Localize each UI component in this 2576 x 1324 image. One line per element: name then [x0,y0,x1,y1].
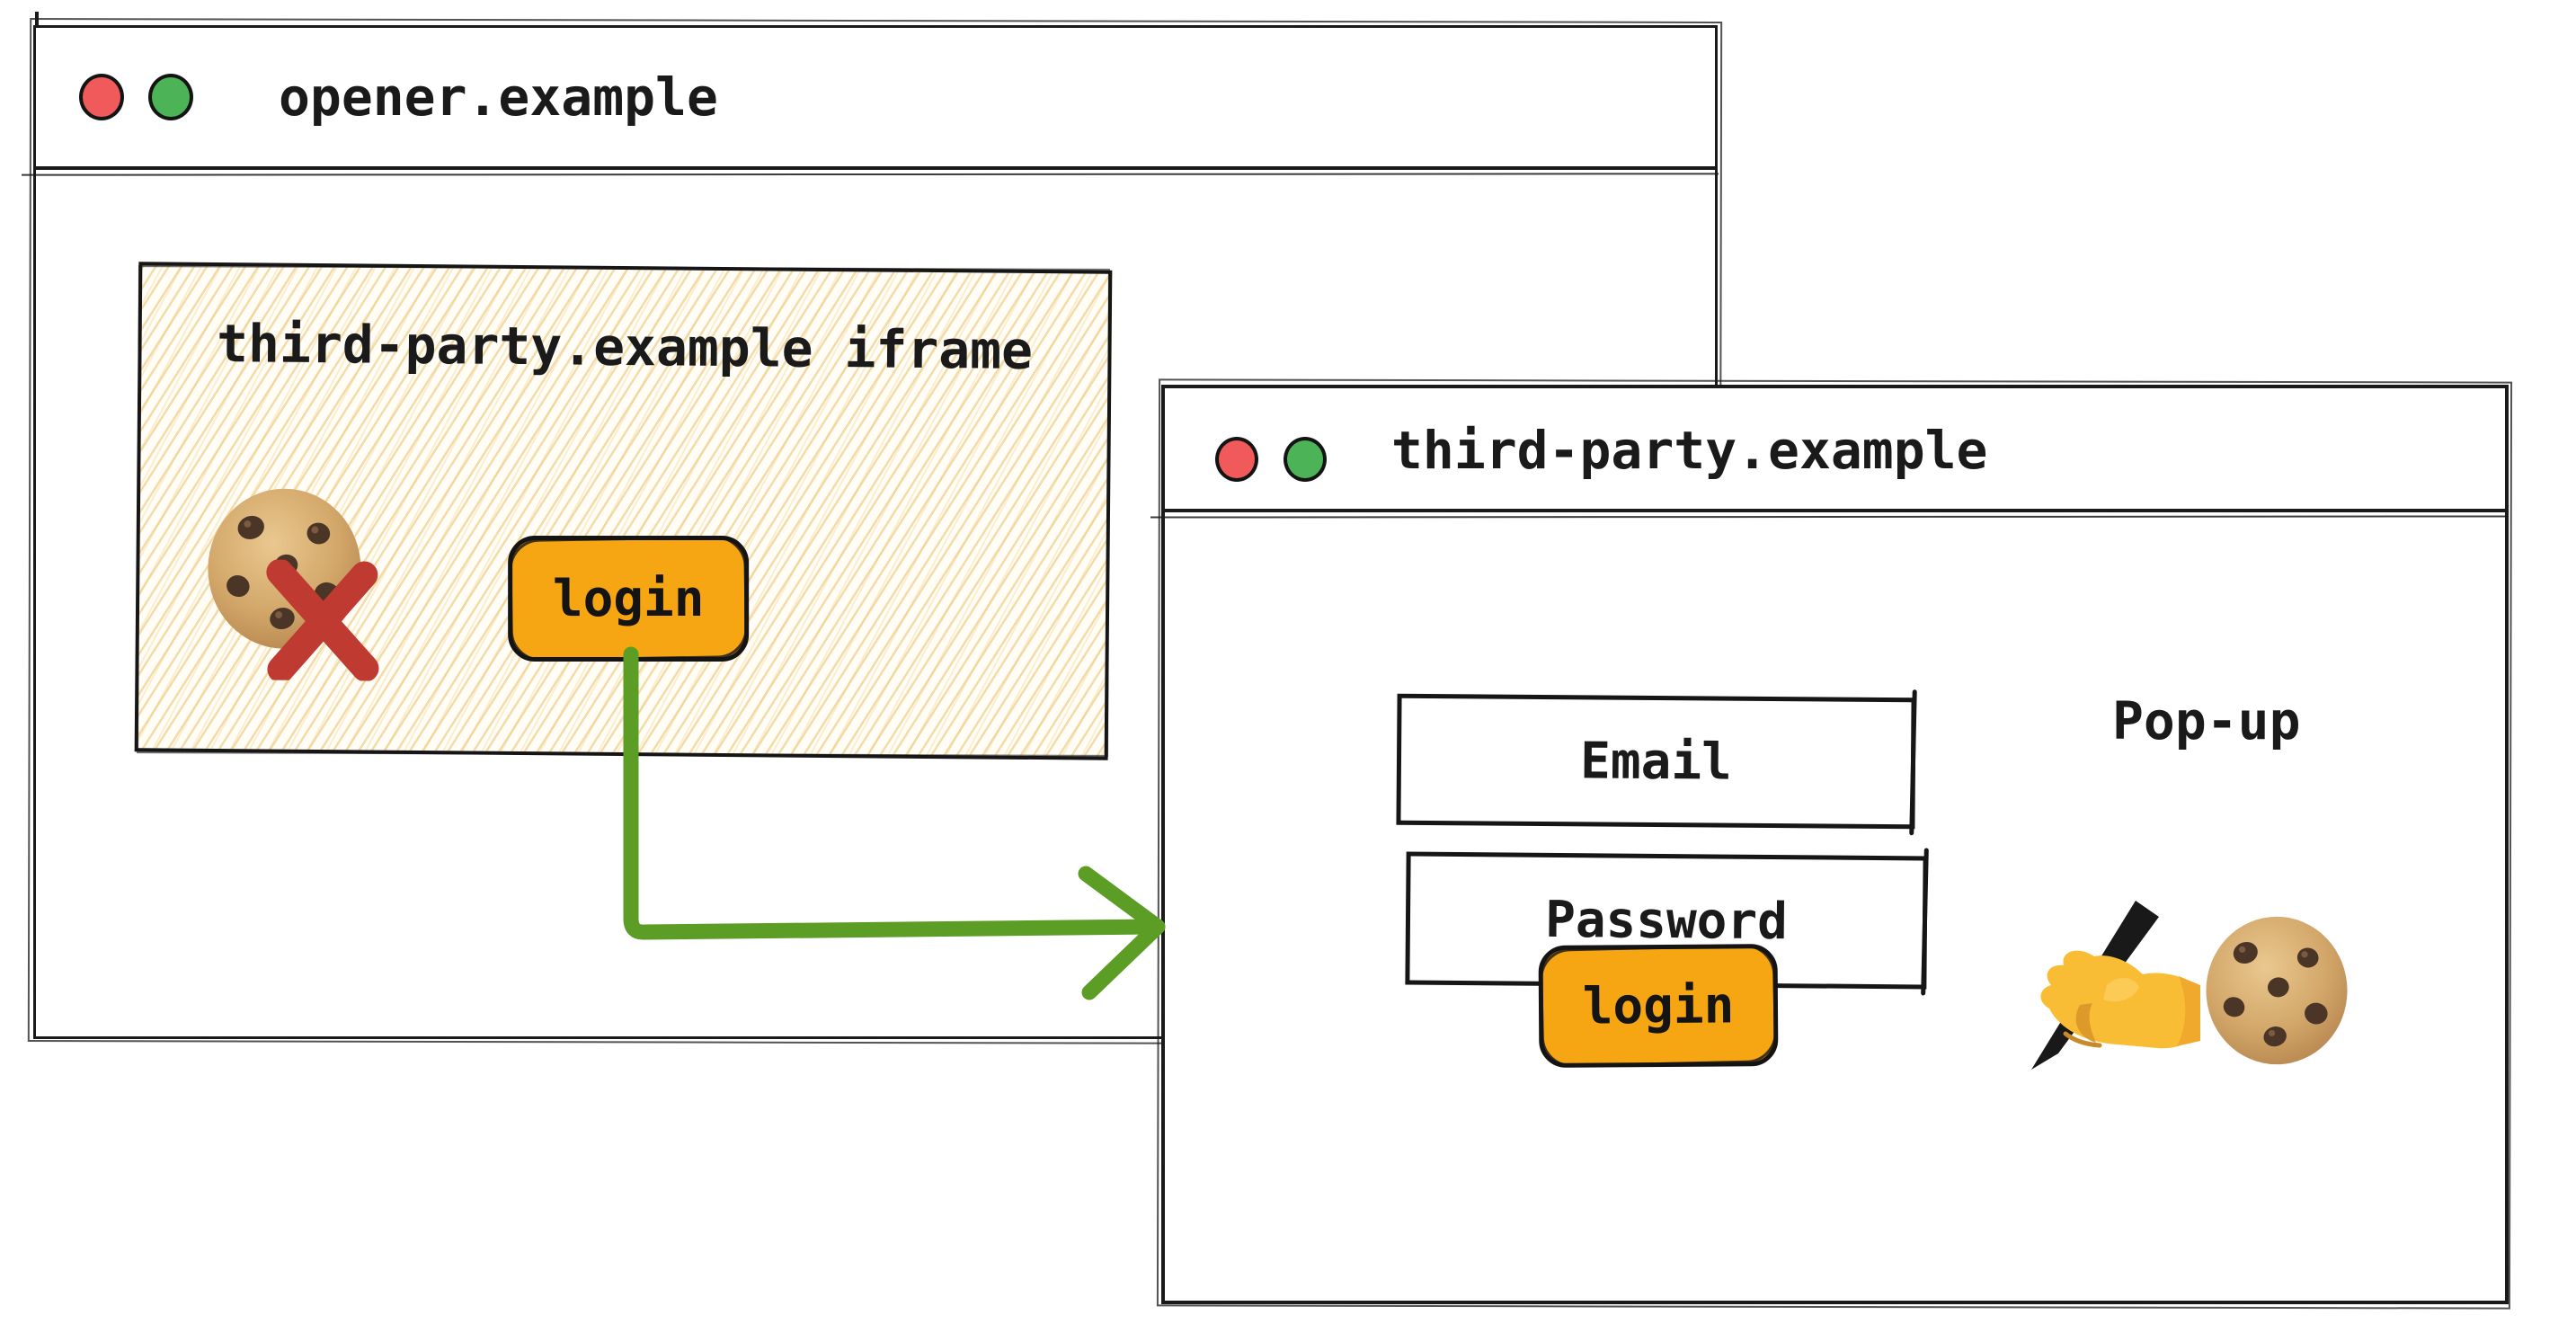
opener-window-title: opener.example [279,67,718,128]
third-party-iframe: third-party.example iframe [134,262,1113,760]
opener-titlebar: opener.example [36,28,1715,170]
writing-hand-icon [2031,901,2200,1070]
maximize-traffic-light-icon[interactable] [148,74,193,120]
email-field[interactable]: Email [1396,693,1916,830]
popup-annotation: Pop-up [2112,690,2301,751]
iframe-label: third-party.example iframe [216,313,1034,381]
iframe-login-button[interactable]: login [508,536,750,662]
popup-window-title: third-party.example [1391,420,1988,481]
sketch-overshoot [35,12,39,31]
cookie-icon [2206,916,2348,1065]
popup-window: third-party.example Pop-up Email Passwor… [1161,385,2509,1304]
maximize-traffic-light-icon[interactable] [1284,437,1327,482]
close-traffic-light-icon[interactable] [1215,437,1258,482]
popup-login-button[interactable]: login [1538,944,1779,1068]
cross-mark-icon [266,559,379,681]
close-traffic-light-icon[interactable] [79,74,124,120]
popup-titlebar: third-party.example [1165,388,2505,512]
